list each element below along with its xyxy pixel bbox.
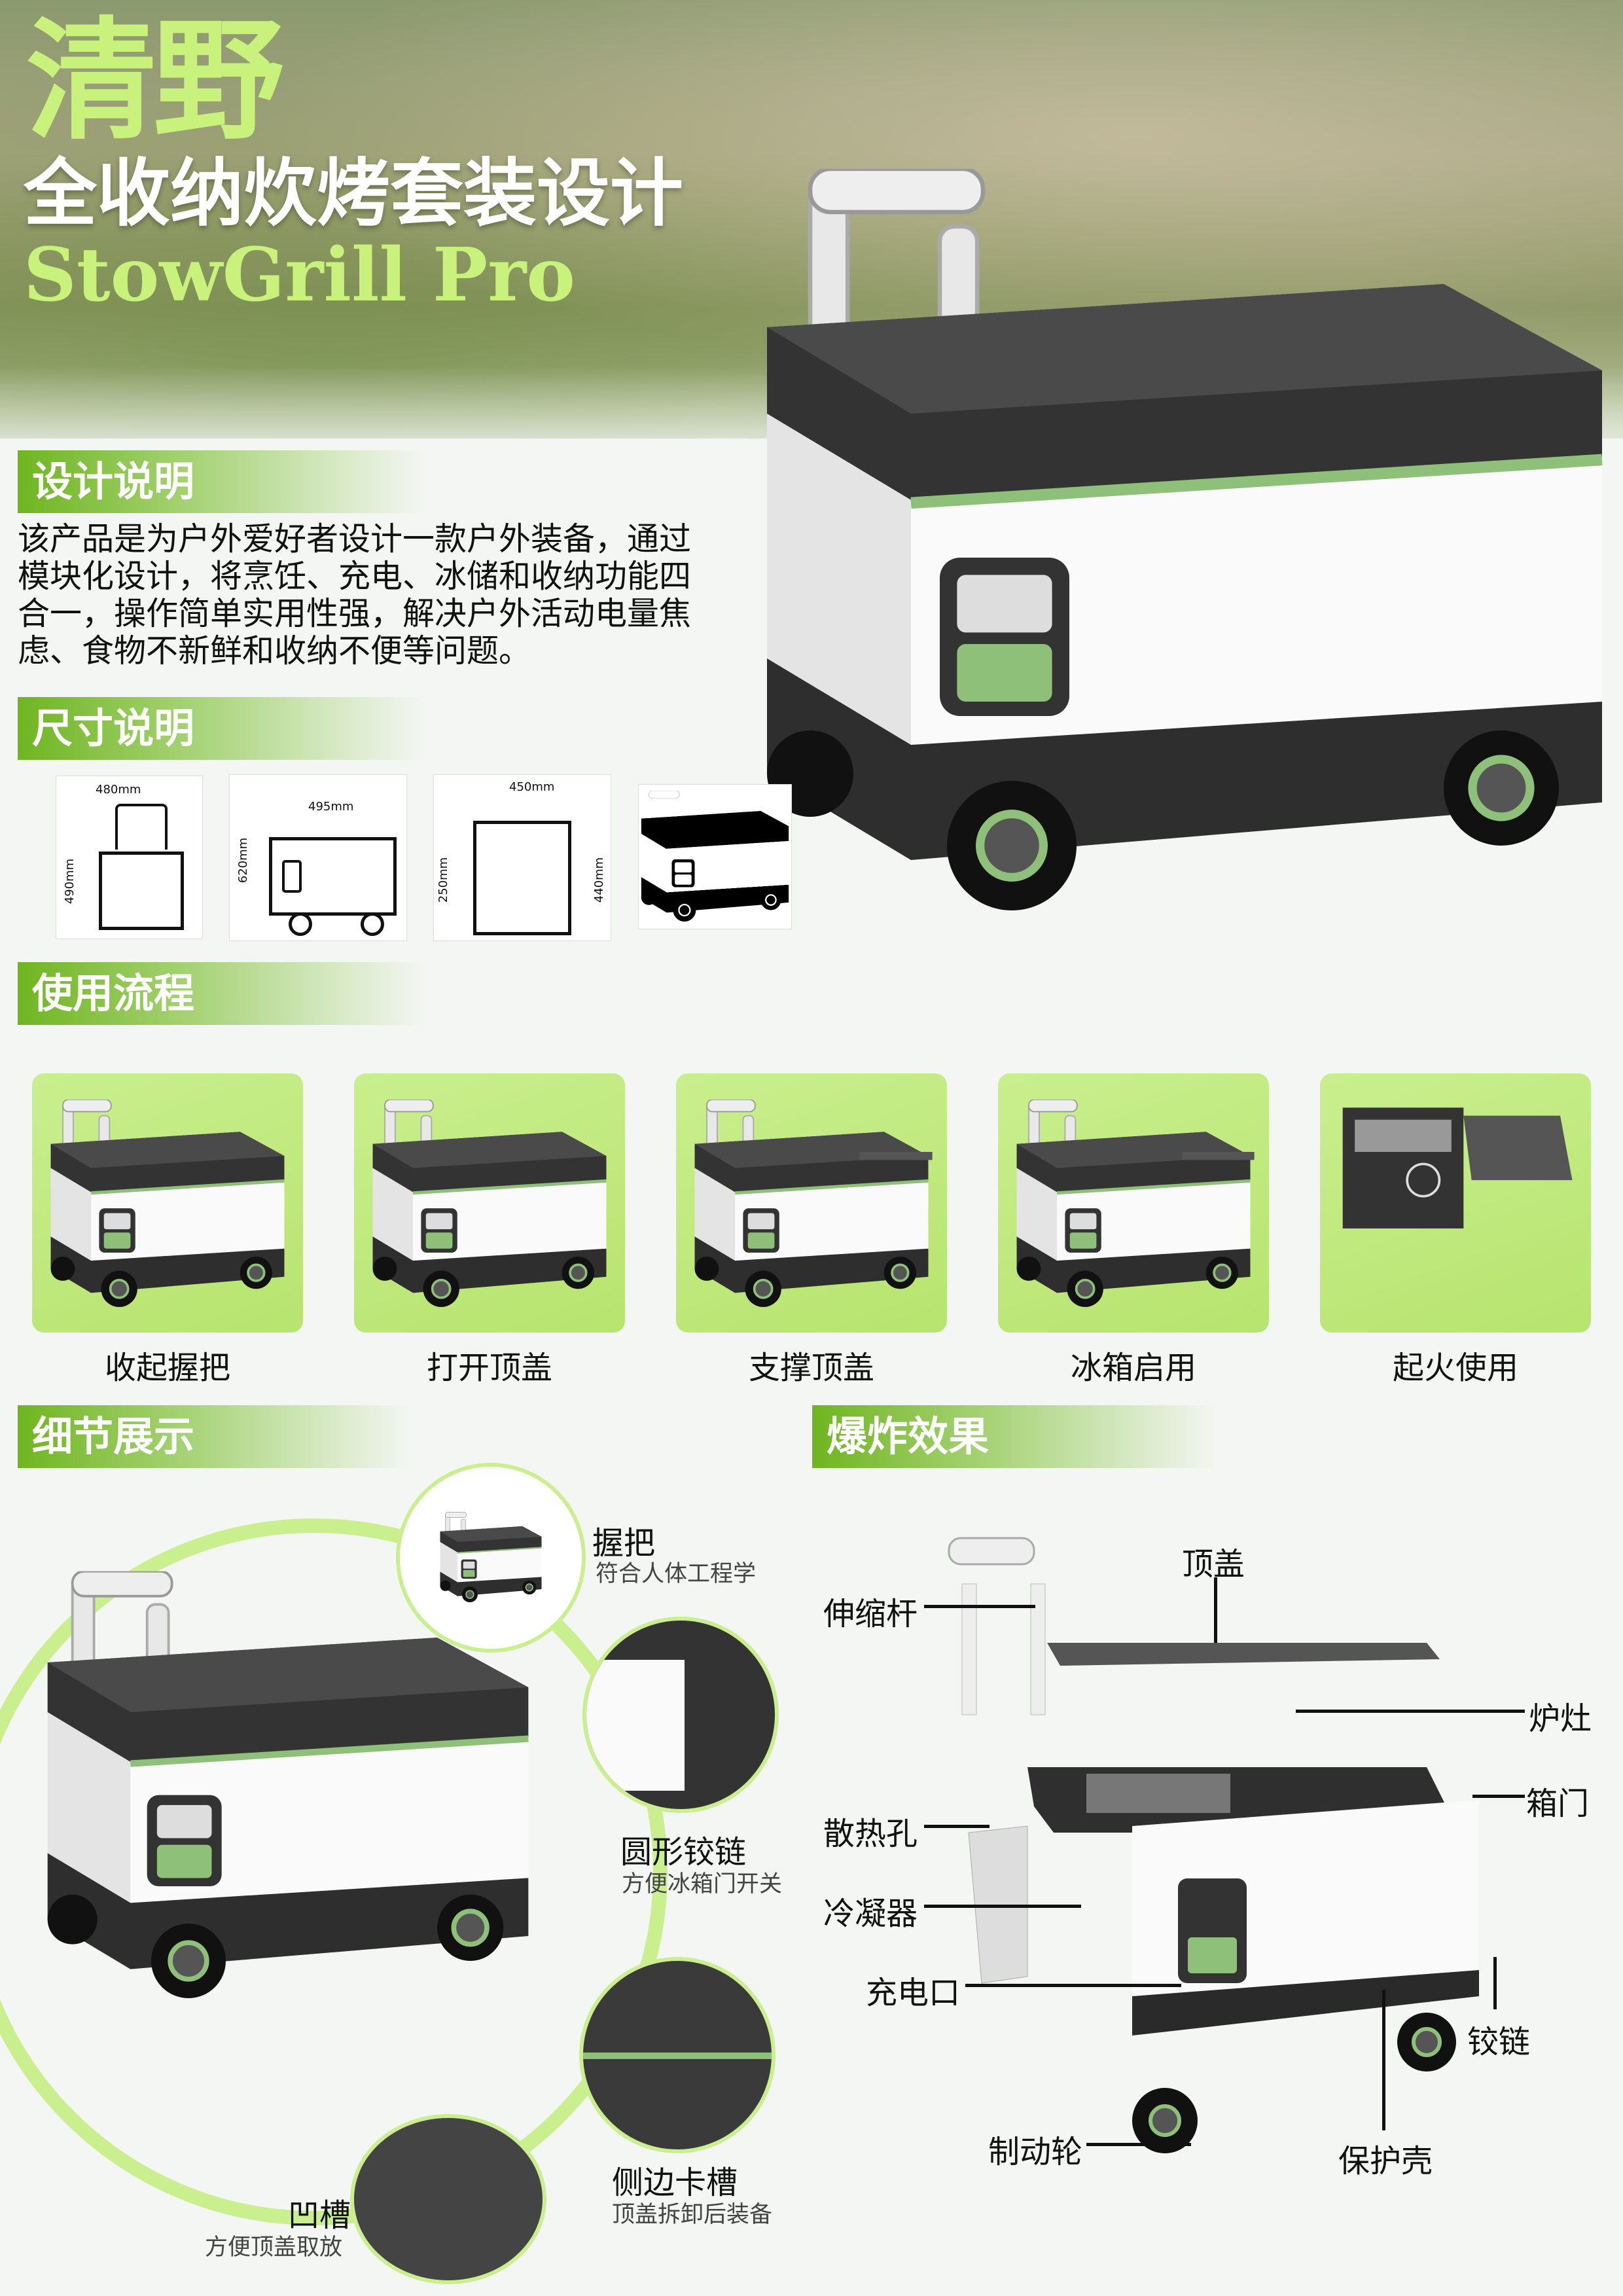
part-label-shell: 保护壳 <box>1338 2143 1433 2179</box>
detail-hinge-zoom <box>582 1617 779 1813</box>
design-description: 该产品是为户外爱好者设计一款户外装备，通过模块化设计，将烹饪、充电、冰储和收纳功… <box>18 520 692 670</box>
part-label-rod: 伸缩杆 <box>823 1596 918 1632</box>
side-wheel <box>289 912 312 936</box>
leader-condenser <box>924 1905 1081 1908</box>
section-heading-explode: 爆炸效果 <box>812 1405 1218 1468</box>
front-width-label: 480mm <box>96 783 141 797</box>
front-view-drawing: 480mm 490mm <box>56 776 203 939</box>
step-label-3: 支撑顶盖 <box>748 1350 874 1386</box>
detail-side-slot-zoom <box>579 1957 776 2153</box>
top-width-label: 450mm <box>509 780 555 794</box>
step-card-2 <box>354 1073 625 1333</box>
part-label-hinge: 铰链 <box>1467 2024 1531 2060</box>
part-label-charge: 充电口 <box>866 1975 961 2011</box>
part-label-condenser: 冷凝器 <box>823 1895 918 1932</box>
leader-brake <box>1086 2143 1191 2146</box>
isometric-drawing <box>638 784 792 929</box>
detail-title-handle: 握把 <box>592 1525 656 1562</box>
step-label-4: 冰箱启用 <box>1070 1350 1196 1386</box>
top-left-label: 250mm <box>437 857 451 903</box>
product-english-name: StowGrill Pro <box>24 232 575 318</box>
front-height-label: 490mm <box>63 858 77 905</box>
leader-charge <box>965 1984 1181 1987</box>
side-wheel <box>361 912 384 936</box>
brand-title: 清野 <box>26 5 284 158</box>
detail-groove-zoom <box>350 2114 546 2284</box>
step-card-3 <box>676 1073 947 1333</box>
step-card-5 <box>1320 1073 1591 1333</box>
side-view-drawing: 495mm 620mm <box>229 774 407 941</box>
part-label-door: 箱门 <box>1526 1785 1590 1822</box>
section-heading-details: 细节展示 <box>18 1405 410 1468</box>
side-height-label: 620mm <box>236 837 251 884</box>
section-heading-design: 设计说明 <box>18 450 423 513</box>
detail-handle-zoom <box>396 1463 586 1653</box>
detail-desc-hinge: 方便冰箱门开关 <box>622 1871 783 1897</box>
top-outline <box>473 821 571 935</box>
step-card-4 <box>998 1073 1269 1333</box>
detail-desc-handle: 符合人体工程学 <box>596 1561 757 1587</box>
detail-title-hinge: 圆形铰链 <box>620 1834 747 1871</box>
leader-door <box>1472 1795 1525 1798</box>
leader-shell <box>1382 1990 1385 2130</box>
side-outline <box>269 837 397 916</box>
detail-title-groove: 凹槽 <box>288 2197 351 2234</box>
step-card-1 <box>32 1073 303 1333</box>
section-heading-dimensions: 尺寸说明 <box>18 697 423 760</box>
leader-hinge <box>1493 1957 1497 2009</box>
leader-rod <box>924 1605 1035 1608</box>
leader-vent <box>924 1825 990 1828</box>
step-label-1: 收起握把 <box>104 1350 230 1386</box>
section-heading-process: 使用流程 <box>18 962 423 1025</box>
detail-title-slot: 侧边卡槽 <box>612 2164 738 2201</box>
part-label-vent: 散热孔 <box>823 1816 918 1852</box>
detail-desc-slot: 顶盖拆卸后装备 <box>612 2202 773 2228</box>
detail-desc-groove: 方便顶盖取放 <box>205 2234 343 2261</box>
front-outline <box>99 852 184 930</box>
side-width-label: 495mm <box>308 800 354 814</box>
product-subtitle: 全收纳炊烤套装设计 <box>24 151 683 236</box>
leader-lid <box>1214 1577 1217 1643</box>
exploded-view-render <box>948 1537 1479 2153</box>
part-label-stove: 炉灶 <box>1529 1700 1592 1737</box>
part-label-brake: 制动轮 <box>988 2134 1083 2170</box>
hero-product-render <box>753 111 1616 975</box>
top-view-drawing: 450mm 250mm 440mm <box>433 774 611 941</box>
leader-stove <box>1296 1710 1525 1713</box>
step-label-5: 起火使用 <box>1392 1350 1518 1386</box>
side-socket <box>282 860 302 893</box>
part-label-lid: 顶盖 <box>1182 1546 1245 1583</box>
step-label-2: 打开顶盖 <box>426 1350 552 1386</box>
front-handle <box>115 804 168 850</box>
top-right-label: 440mm <box>592 857 607 903</box>
